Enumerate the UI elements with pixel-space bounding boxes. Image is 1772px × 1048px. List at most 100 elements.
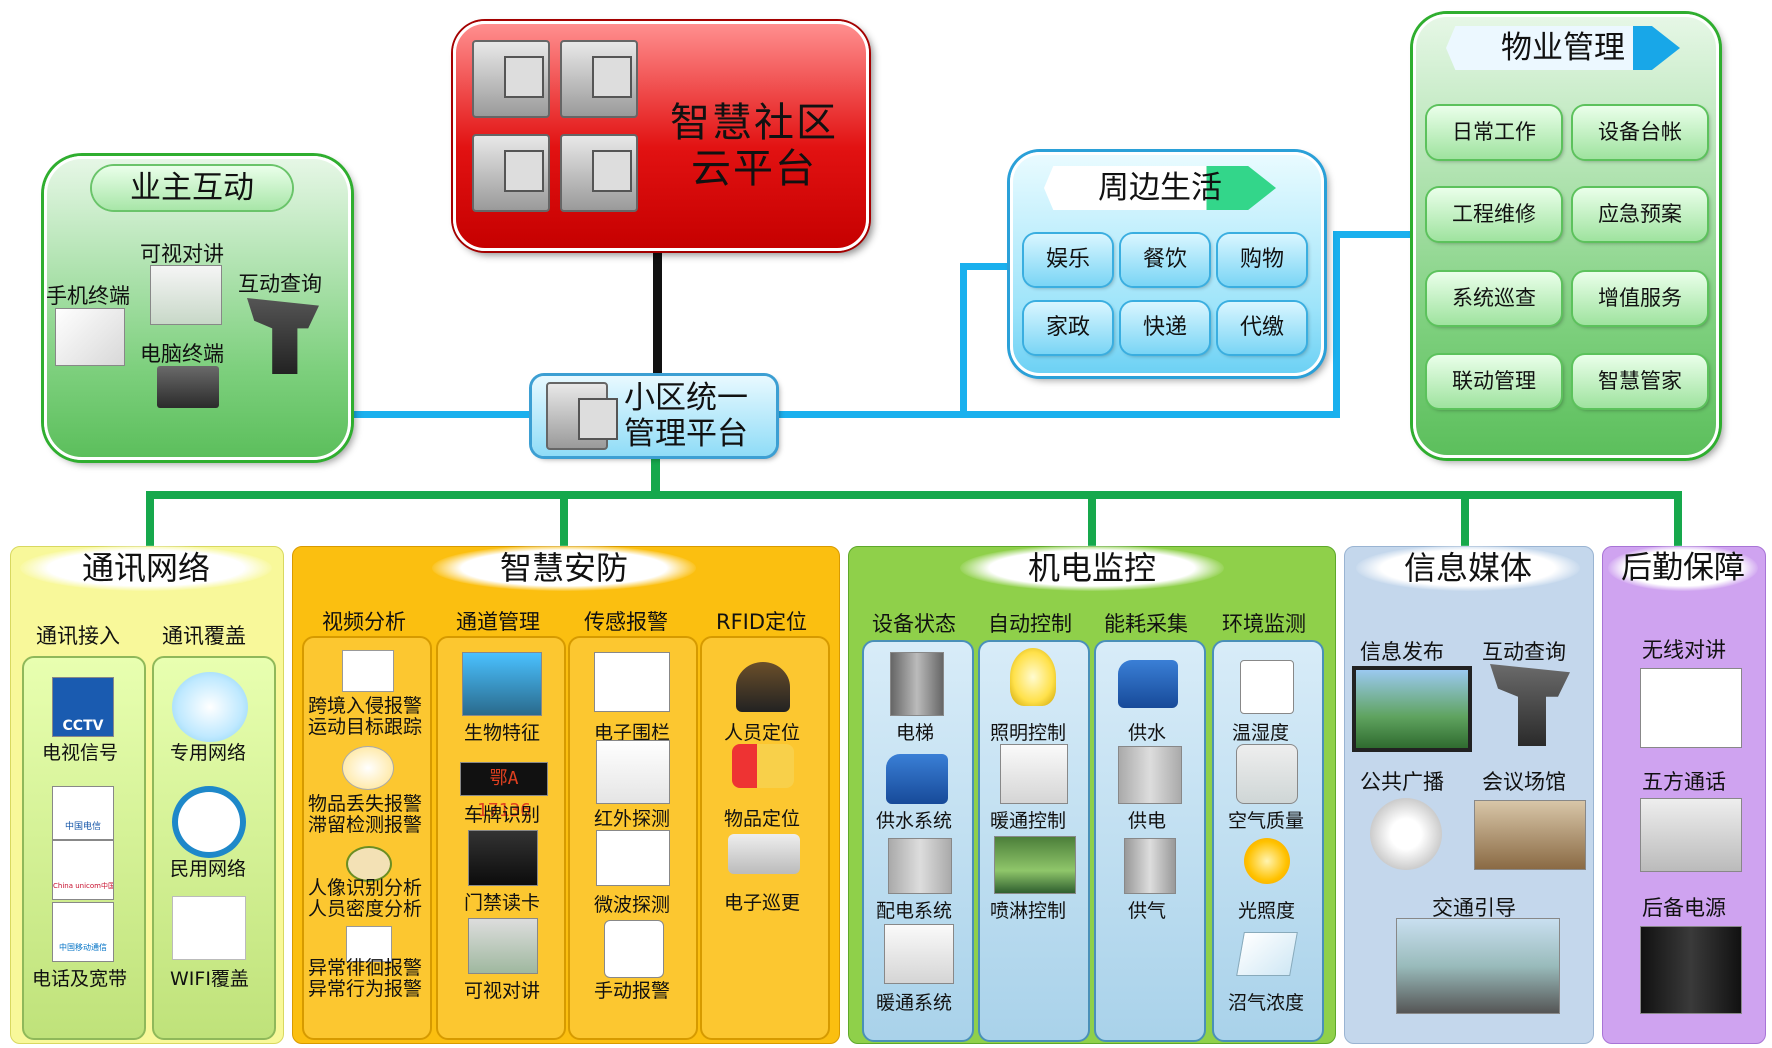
dining-button[interactable]: 餐饮 (1121, 234, 1209, 286)
bus-drop-security (560, 491, 568, 549)
video-intercom-icon (150, 265, 222, 325)
elevator-icon (890, 652, 944, 716)
video-analysis-column (302, 636, 432, 1040)
intercom-device-icon (1640, 798, 1742, 872)
backup-power-label: 后备电源 (1642, 896, 1726, 920)
server-icon (546, 382, 618, 450)
object-location-icon (732, 744, 794, 788)
cloud-connector (653, 245, 662, 377)
express-button[interactable]: 快递 (1121, 302, 1209, 354)
walkie-talkie-icon (1640, 668, 1742, 748)
wifi-icon (172, 896, 246, 960)
infrared-detection-label: 红外探测 (594, 808, 671, 830)
hvac-control-icon (1000, 744, 1068, 804)
biometric-label: 生物特征 (464, 722, 541, 744)
engineering-repair-button[interactable]: 工程维修 (1427, 188, 1561, 241)
hvac-control-label: 暖通控制 (990, 810, 1067, 832)
auto-control-header: 自动控制 (988, 612, 1072, 636)
ups-icon (1640, 926, 1742, 1014)
electronic-fence-icon (594, 652, 670, 712)
mobile-phone-icon (55, 308, 125, 366)
loitering-icon (346, 926, 392, 962)
power-cabinet-icon (888, 838, 952, 894)
video-analysis-item-2: 物品丢失报警滞留检测报警 (308, 793, 423, 836)
laptop-icon (157, 366, 219, 408)
person-location-icon (736, 662, 790, 712)
bus-drop-logistics (1674, 491, 1682, 549)
server-icon (560, 40, 638, 118)
tv-signal-label: 电视信号 (42, 742, 119, 764)
power-supply-label: 供电 (1128, 810, 1167, 832)
globe-icon (172, 786, 246, 858)
hvac-system-label: 暖通系统 (876, 992, 953, 1014)
equipment-ledger-button[interactable]: 设备台帐 (1573, 106, 1707, 159)
life-connector-top (960, 263, 1010, 270)
property-management-title: 物业管理 (1446, 26, 1680, 70)
life-connector-h (776, 411, 960, 418)
daily-work-button[interactable]: 日常工作 (1427, 106, 1561, 159)
linkage-management-button[interactable]: 联动管理 (1427, 355, 1561, 408)
manual-alarm-icon (604, 920, 664, 978)
server-icon (472, 40, 550, 118)
electromechanical-title: 机电监控 (960, 545, 1224, 591)
light-bulb-icon (1010, 648, 1056, 706)
water-supply-system-label: 供水系统 (876, 810, 953, 832)
walkie-talkie-label: 无线对讲 (1642, 638, 1726, 662)
conference-venue-label: 会议场馆 (1482, 770, 1566, 794)
device-status-header: 设备状态 (872, 612, 956, 636)
comm-access-header: 通讯接入 (36, 624, 120, 648)
hvac-unit-icon (884, 924, 954, 984)
sprinkler-icon (994, 836, 1076, 894)
electronic-fence-label: 电子围栏 (594, 722, 671, 744)
mobile-terminal-label: 手机终端 (46, 284, 130, 308)
water-pump-icon (886, 754, 948, 804)
public-network-label: 民用网络 (170, 858, 247, 880)
media-title: 信息媒体 (1356, 545, 1580, 591)
payment-button[interactable]: 代缴 (1218, 302, 1306, 354)
video-analysis-item-4: 异常徘徊报警异常行为报警 (308, 957, 423, 1000)
communication-title: 通讯网络 (20, 545, 272, 591)
bus-connector-h (146, 491, 1682, 499)
video-analysis-header: 视频分析 (322, 610, 406, 634)
water-supply-label: 供水 (1128, 722, 1167, 744)
object-positioning-label: 物品定位 (724, 808, 801, 830)
china-telecom-logo: 中国电信 (52, 786, 114, 840)
speaker-icon (1370, 798, 1442, 870)
patrol-reader-icon (728, 834, 800, 874)
property-connector-h (960, 411, 1340, 418)
infrared-detector-icon (596, 740, 670, 804)
system-patrol-button[interactable]: 系统巡查 (1427, 272, 1561, 325)
power-distribution-label: 配电系统 (876, 900, 953, 922)
comm-coverage-header: 通讯覆盖 (162, 624, 246, 648)
interactive-query-label: 互动查询 (238, 272, 322, 296)
private-network-label: 专用网络 (170, 742, 247, 764)
china-mobile-logo: 中国移动通信 (52, 902, 114, 962)
housekeeping-button[interactable]: 家政 (1024, 302, 1112, 354)
air-quality-label: 空气质量 (1228, 810, 1305, 832)
owner-interaction-title: 业主互动 (92, 166, 292, 210)
entertainment-button[interactable]: 娱乐 (1024, 234, 1112, 286)
rfid-positioning-header: RFID定位 (716, 610, 808, 634)
conference-room-icon (1474, 800, 1586, 870)
smart-butler-button[interactable]: 智慧管家 (1573, 355, 1707, 408)
access-card-label: 门禁读卡 (464, 892, 541, 914)
surrounding-life-title: 周边生活 (1044, 166, 1276, 210)
value-added-service-button[interactable]: 增值服务 (1573, 272, 1707, 325)
emergency-plan-button[interactable]: 应急预案 (1573, 188, 1707, 241)
power-meter-icon (1118, 746, 1182, 804)
traffic-sign-icon (1396, 918, 1560, 1014)
environment-monitoring-header: 环境监测 (1222, 612, 1306, 636)
cloud-platform-title: 智慧社区云平台 (670, 100, 838, 192)
electronic-patrol-label: 电子巡更 (724, 892, 801, 914)
property-connector-v (1333, 231, 1340, 418)
temperature-humidity-label: 温湿度 (1232, 722, 1290, 744)
phone-broadband-label: 电话及宽带 (32, 968, 128, 990)
person-positioning-label: 人员定位 (724, 722, 801, 744)
shopping-button[interactable]: 购物 (1218, 234, 1306, 286)
video-analysis-item-1: 跨境入侵报警运动目标跟踪 (308, 695, 423, 738)
server-icon (560, 134, 638, 212)
server-icon (472, 134, 550, 212)
info-release-label: 信息发布 (1360, 640, 1444, 664)
wifi-coverage-label: WIFI覆盖 (170, 968, 249, 990)
video-intercom-device-icon (468, 918, 538, 974)
